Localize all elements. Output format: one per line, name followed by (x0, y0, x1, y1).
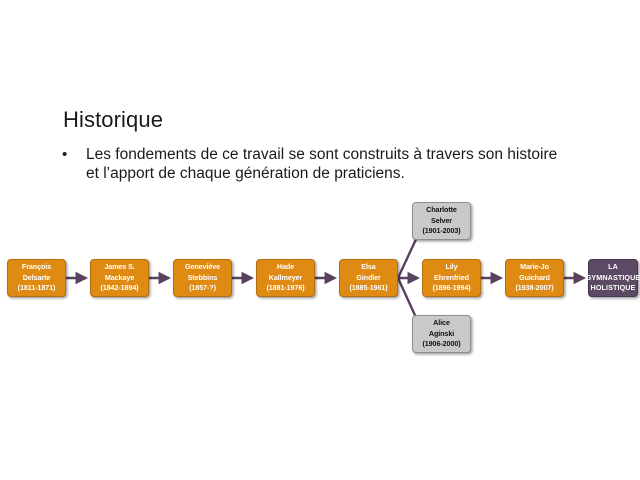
node-charlotte-selver[interactable]: Charlotte Selver (1901-2003) (412, 202, 471, 240)
node-name-line1: Geneviève (184, 262, 221, 272)
node-marie-jo-guichard[interactable]: Marie-Jo Guichard (1938-2007) (505, 259, 564, 297)
node-genevieve-stebbins[interactable]: Geneviève Stebbins (1857-?) (173, 259, 232, 297)
node-name-line2: Mackaye (104, 272, 135, 282)
node-elsa-gindler[interactable]: Elsa Gindler (1885-1961) (339, 259, 398, 297)
node-dates: (1906-2000) (422, 339, 461, 349)
node-name-line2: Kallmeyer (268, 272, 303, 282)
node-hade-kallmeyer[interactable]: Hade Kallmeyer (1881-1976) (256, 259, 315, 297)
node-name-line1: François (21, 262, 52, 272)
node-dates: (1857-?) (189, 283, 216, 293)
node-name-line1: Charlotte (426, 205, 457, 215)
node-name-line2: Aginski (428, 328, 455, 338)
bullet-item: • Les fondements de ce travail se sont c… (62, 145, 572, 183)
page-title: Historique (63, 107, 164, 132)
node-name-line1: Alice (433, 318, 450, 328)
node-name-line2: Guichard (519, 272, 550, 282)
historique-timeline-diagram: François Delsarte (1811-1871) James S. M… (0, 190, 640, 370)
node-name-line2: Ehrenfried (434, 272, 469, 282)
node-dates: (1938-2007) (515, 283, 554, 293)
node-name-line1: Marie-Jo (520, 262, 549, 272)
result-line2: GYMNASTIQUE (585, 272, 640, 282)
node-name-line1: Lily (445, 262, 458, 272)
node-name-line2: Stebbins (187, 272, 218, 282)
bullet-text: Les fondements de ce travail se sont con… (86, 146, 558, 182)
node-name-line2: Gindler (356, 272, 381, 282)
node-dates: (1885-1961) (349, 283, 388, 293)
node-name-line1: James S. (104, 262, 135, 272)
node-name-line2: Selver (431, 215, 452, 225)
node-francois-delsarte[interactable]: François Delsarte (1811-1871) (7, 259, 66, 297)
node-james-s-mackaye[interactable]: James S. Mackaye (1842-1894) (90, 259, 149, 297)
node-la-gymnastique-holistique[interactable]: LA GYMNASTIQUE HOLISTIQUE (585, 259, 640, 297)
result-line1: LA (608, 262, 618, 272)
node-dates: (1811-1871) (17, 283, 56, 293)
node-alice-aginski[interactable]: Alice Aginski (1906-2000) (412, 315, 471, 353)
node-name-line1: Elsa (361, 262, 376, 272)
node-name-line2: Delsarte (22, 272, 51, 282)
node-dates: (1842-1894) (100, 283, 139, 293)
node-lily-ehrenfried[interactable]: Lily Ehrenfried (1896-1994) (422, 259, 481, 297)
bullet-marker-icon: • (62, 146, 68, 163)
node-dates: (1881-1976) (266, 283, 305, 293)
result-line3: HOLISTIQUE (590, 283, 636, 293)
node-dates: (1896-1994) (432, 283, 471, 293)
node-dates: (1901-2003) (422, 226, 461, 236)
node-name-line1: Hade (276, 262, 295, 272)
